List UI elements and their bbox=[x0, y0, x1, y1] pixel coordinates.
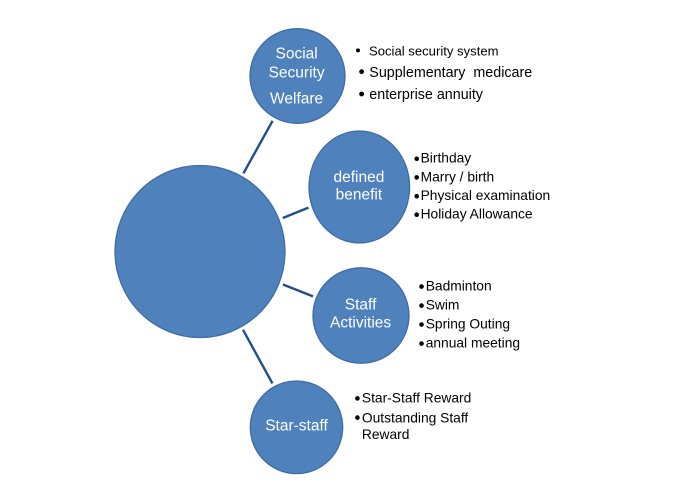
svg-text:Badminton: Badminton bbox=[426, 279, 492, 294]
svg-text:Social security system: Social security system bbox=[369, 44, 499, 59]
svg-text:Spring Outing: Spring Outing bbox=[426, 317, 510, 332]
svg-text:enterprise annuity: enterprise annuity bbox=[369, 87, 484, 103]
svg-text:Physical examination: Physical examination bbox=[421, 188, 551, 203]
svg-text:Outstanding Staff: Outstanding Staff bbox=[362, 411, 469, 426]
svg-text:Marry / birth: Marry / birth bbox=[421, 169, 495, 184]
svg-text:Reward: Reward bbox=[362, 427, 410, 442]
svg-text:Star-Staff Reward: Star-Staff Reward bbox=[362, 390, 471, 405]
svg-text:defined: defined bbox=[333, 169, 384, 186]
svg-text:Activities: Activities bbox=[330, 315, 391, 332]
svg-text:Swim: Swim bbox=[426, 298, 460, 313]
svg-text:annual meeting: annual meeting bbox=[426, 336, 520, 351]
svg-text:Star-staff: Star-staff bbox=[265, 417, 328, 434]
svg-text:Security: Security bbox=[269, 64, 325, 81]
svg-text:Supplementary medicare: Supplementary medicare bbox=[369, 65, 532, 81]
svg-text:Birthday: Birthday bbox=[421, 151, 472, 166]
svg-text:Welfare: Welfare bbox=[270, 91, 323, 108]
svg-text:Social: Social bbox=[275, 46, 317, 63]
svg-text:benefit: benefit bbox=[336, 187, 383, 204]
svg-text:Holiday Allowance: Holiday Allowance bbox=[421, 207, 533, 222]
svg-text:Staff: Staff bbox=[345, 297, 377, 314]
